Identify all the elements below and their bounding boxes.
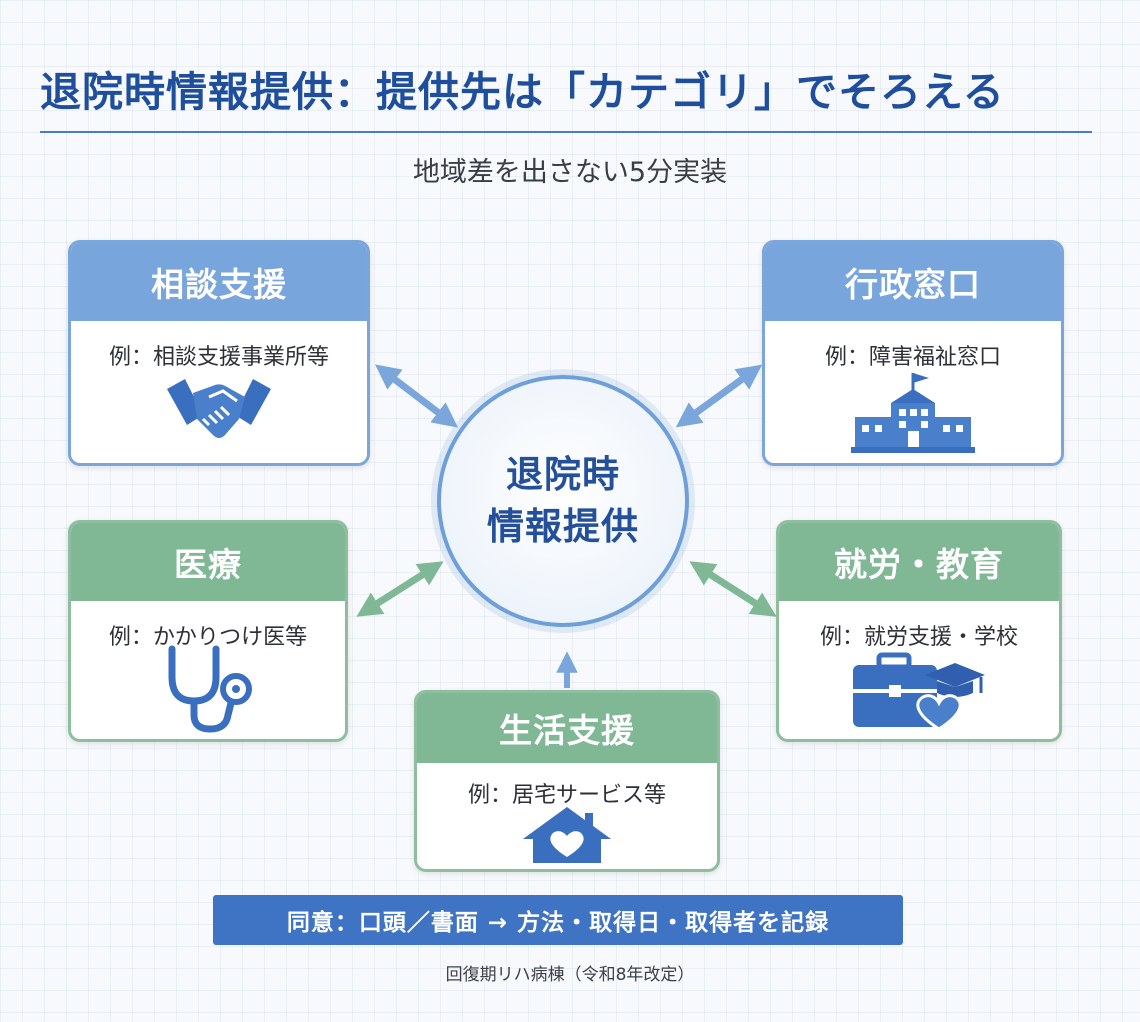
handshake-icon bbox=[167, 379, 271, 438]
card-medical-example: 例：かかりつけ医等 bbox=[108, 625, 308, 650]
page-subtitle: 地域差を出さない5分実装 bbox=[412, 157, 728, 188]
briefcase-graduation-cap-icon bbox=[853, 652, 985, 731]
house-heart-icon bbox=[523, 807, 611, 863]
card-medical: 医療 例：かかりつけ医等 bbox=[68, 520, 348, 742]
card-consultation-example: 例：相談支援事業所等 bbox=[108, 345, 329, 370]
card-government-title: 行政窓口 bbox=[765, 243, 1061, 321]
hub-label-line1: 退院時 bbox=[506, 453, 620, 496]
page-title: 退院時情報提供：提供先は「カテゴリ」でそろえる bbox=[40, 68, 1005, 116]
arrow-consultation-hub bbox=[374, 364, 459, 428]
card-living-title: 生活支援 bbox=[417, 693, 717, 763]
arrow-employment-hub bbox=[689, 561, 777, 617]
consent-banner: 同意：口頭／書面 → 方法・取得日・取得者を記録 bbox=[213, 895, 903, 945]
card-employment-example: 例：就労支援・学校 bbox=[819, 625, 1018, 650]
arrow-medical-hub bbox=[356, 561, 444, 617]
card-living-example: 例：居宅サービス等 bbox=[467, 783, 666, 808]
card-medical-title: 医療 bbox=[71, 523, 345, 601]
hub-circle: 退院時 情報提供 bbox=[437, 375, 689, 627]
stethoscope-icon bbox=[168, 645, 252, 733]
card-employment-title: 就労・教育 bbox=[779, 523, 1059, 601]
footnote: 回復期リハ病棟（令和8年改定） bbox=[445, 965, 695, 985]
card-consultation: 相談支援 例：相談支援事業所等 bbox=[68, 240, 370, 466]
government-building-icon bbox=[851, 373, 975, 453]
hub-label-line2: 情報提供 bbox=[487, 505, 639, 548]
card-employment: 就労・教育 例：就労支援・学校 bbox=[776, 520, 1062, 742]
card-government-example: 例：障害福祉窓口 bbox=[824, 345, 1001, 370]
card-government: 行政窓口 例：障害福祉窓口 bbox=[762, 240, 1064, 466]
card-consultation-title: 相談支援 bbox=[71, 243, 367, 321]
title-divider bbox=[40, 131, 1092, 133]
card-living: 生活支援 例：居宅サービス等 bbox=[414, 690, 720, 872]
arrow-government-hub bbox=[675, 364, 763, 428]
